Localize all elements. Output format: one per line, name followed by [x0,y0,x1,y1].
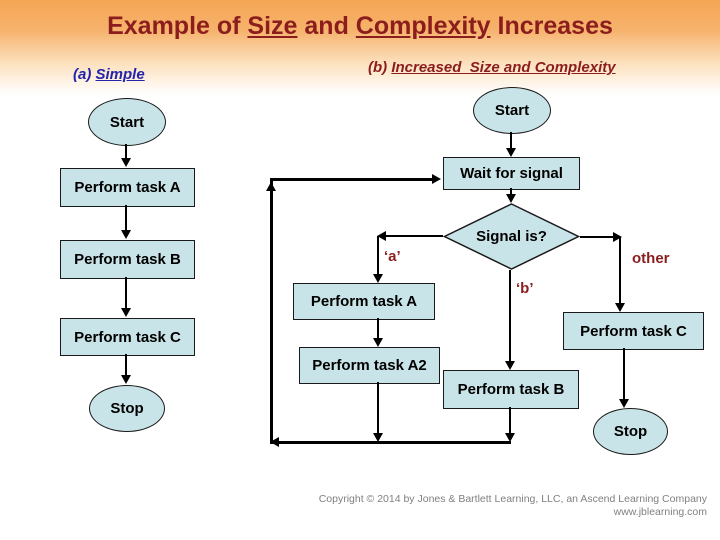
flow-a-task-b-label: Perform task B [74,251,181,268]
flow-a-start-ellipse: Start [88,98,166,146]
branch-label-a: ‘a’ [384,248,401,265]
page-title: Example of Size and Complexity Increases [0,12,720,41]
arrowhead-left [377,231,386,241]
connector-line [279,441,511,444]
connector-line [510,188,512,195]
title-part: and [297,12,356,40]
connector-line [125,277,127,309]
flow-b-wait-box: Wait for signal [443,157,580,190]
connector-line [125,354,127,376]
connector-line [623,348,625,400]
flow-b-task-c-box: Perform task C [563,312,704,350]
flow-a-stop-ellipse: Stop [89,385,165,432]
panel-a-prefix: (a) [73,66,96,83]
panel-a-label: (a) Simple [73,66,145,83]
arrowhead-down [121,375,131,384]
arrowhead-down [121,230,131,239]
copyright-notice: Copyright © 2014 by Jones & Bartlett Lea… [319,493,707,519]
arrowhead-down [505,361,515,370]
arrowhead-down [615,303,625,312]
flow-b-decision-label: Signal is? [476,228,547,245]
arrowhead-right [432,174,441,184]
arrowhead-down [121,308,131,317]
connector-line [270,178,433,181]
flow-b-stop-ellipse: Stop [593,408,668,455]
arrowhead-down [373,338,383,347]
flow-a-start-label: Start [109,113,145,131]
flow-a-task-b-box: Perform task B [60,240,195,279]
connector-line [619,237,621,303]
flow-b-start-label: Start [494,102,530,119]
flow-a-task-c-label: Perform task C [74,328,181,346]
arrowhead-up [266,182,276,191]
flow-b-task-a2-box: Perform task A2 [299,347,440,384]
branch-label-other: other [632,250,670,267]
flow-b-task-c-label: Perform task C [580,322,687,340]
flow-b-task-a2-label: Perform task A2 [312,357,427,374]
flow-b-wait-label: Wait for signal [460,165,563,182]
connector-line [509,270,511,361]
panel-b-prefix: (b) [368,59,392,76]
arrowhead-left [270,437,279,447]
flow-b-task-b-label: Perform task B [457,381,565,398]
flow-b-start-ellipse: Start [473,87,551,134]
flow-a-task-a-label: Perform task A [74,179,181,196]
branch-label-b: ‘b’ [516,280,534,297]
connector-line [377,382,379,434]
diamond-shape-icon [443,203,580,270]
arrowhead-down [619,399,629,408]
connector-line [270,181,273,444]
flow-b-task-b-box: Perform task B [443,370,579,409]
arrowhead-down [506,194,516,203]
flow-b-stop-label: Stop [613,423,648,440]
arrowhead-right [613,232,622,242]
connector-line [125,144,127,159]
flow-b-task-a-box: Perform task A [293,283,435,320]
arrowhead-down [373,274,383,283]
copyright-line: Copyright © 2014 by Jones & Bartlett Lea… [318,493,707,505]
connector-line [386,235,443,237]
title-underlined-size: Size [247,12,298,40]
arrowhead-down [505,433,515,442]
connector-line [509,407,511,434]
connector-line [580,236,614,238]
flow-a-task-c-box: Perform task C [60,318,195,356]
connector-line [510,132,512,149]
connector-line [377,318,379,339]
title-underlined-complexity: Complexity [355,12,491,40]
title-part: Increases [490,12,613,40]
panel-b-label: (b) Increased Size and Complexity [368,59,616,76]
connector-line [125,205,127,231]
arrowhead-down [373,433,383,442]
panel-b-title: Increased Size and Complexity [391,59,616,76]
flow-b-decision-diamond: Signal is? [443,203,580,270]
arrowhead-down [506,148,516,157]
copyright-url: www.jblearning.com [613,506,707,518]
arrowhead-down [121,158,131,167]
flow-a-task-a-box: Perform task A [60,168,195,207]
flow-b-task-a-label: Perform task A [310,293,418,310]
title-part: Example of [107,12,248,40]
connector-line [377,236,379,275]
flow-a-stop-label: Stop [110,400,144,417]
panel-a-title: Simple [95,66,145,83]
